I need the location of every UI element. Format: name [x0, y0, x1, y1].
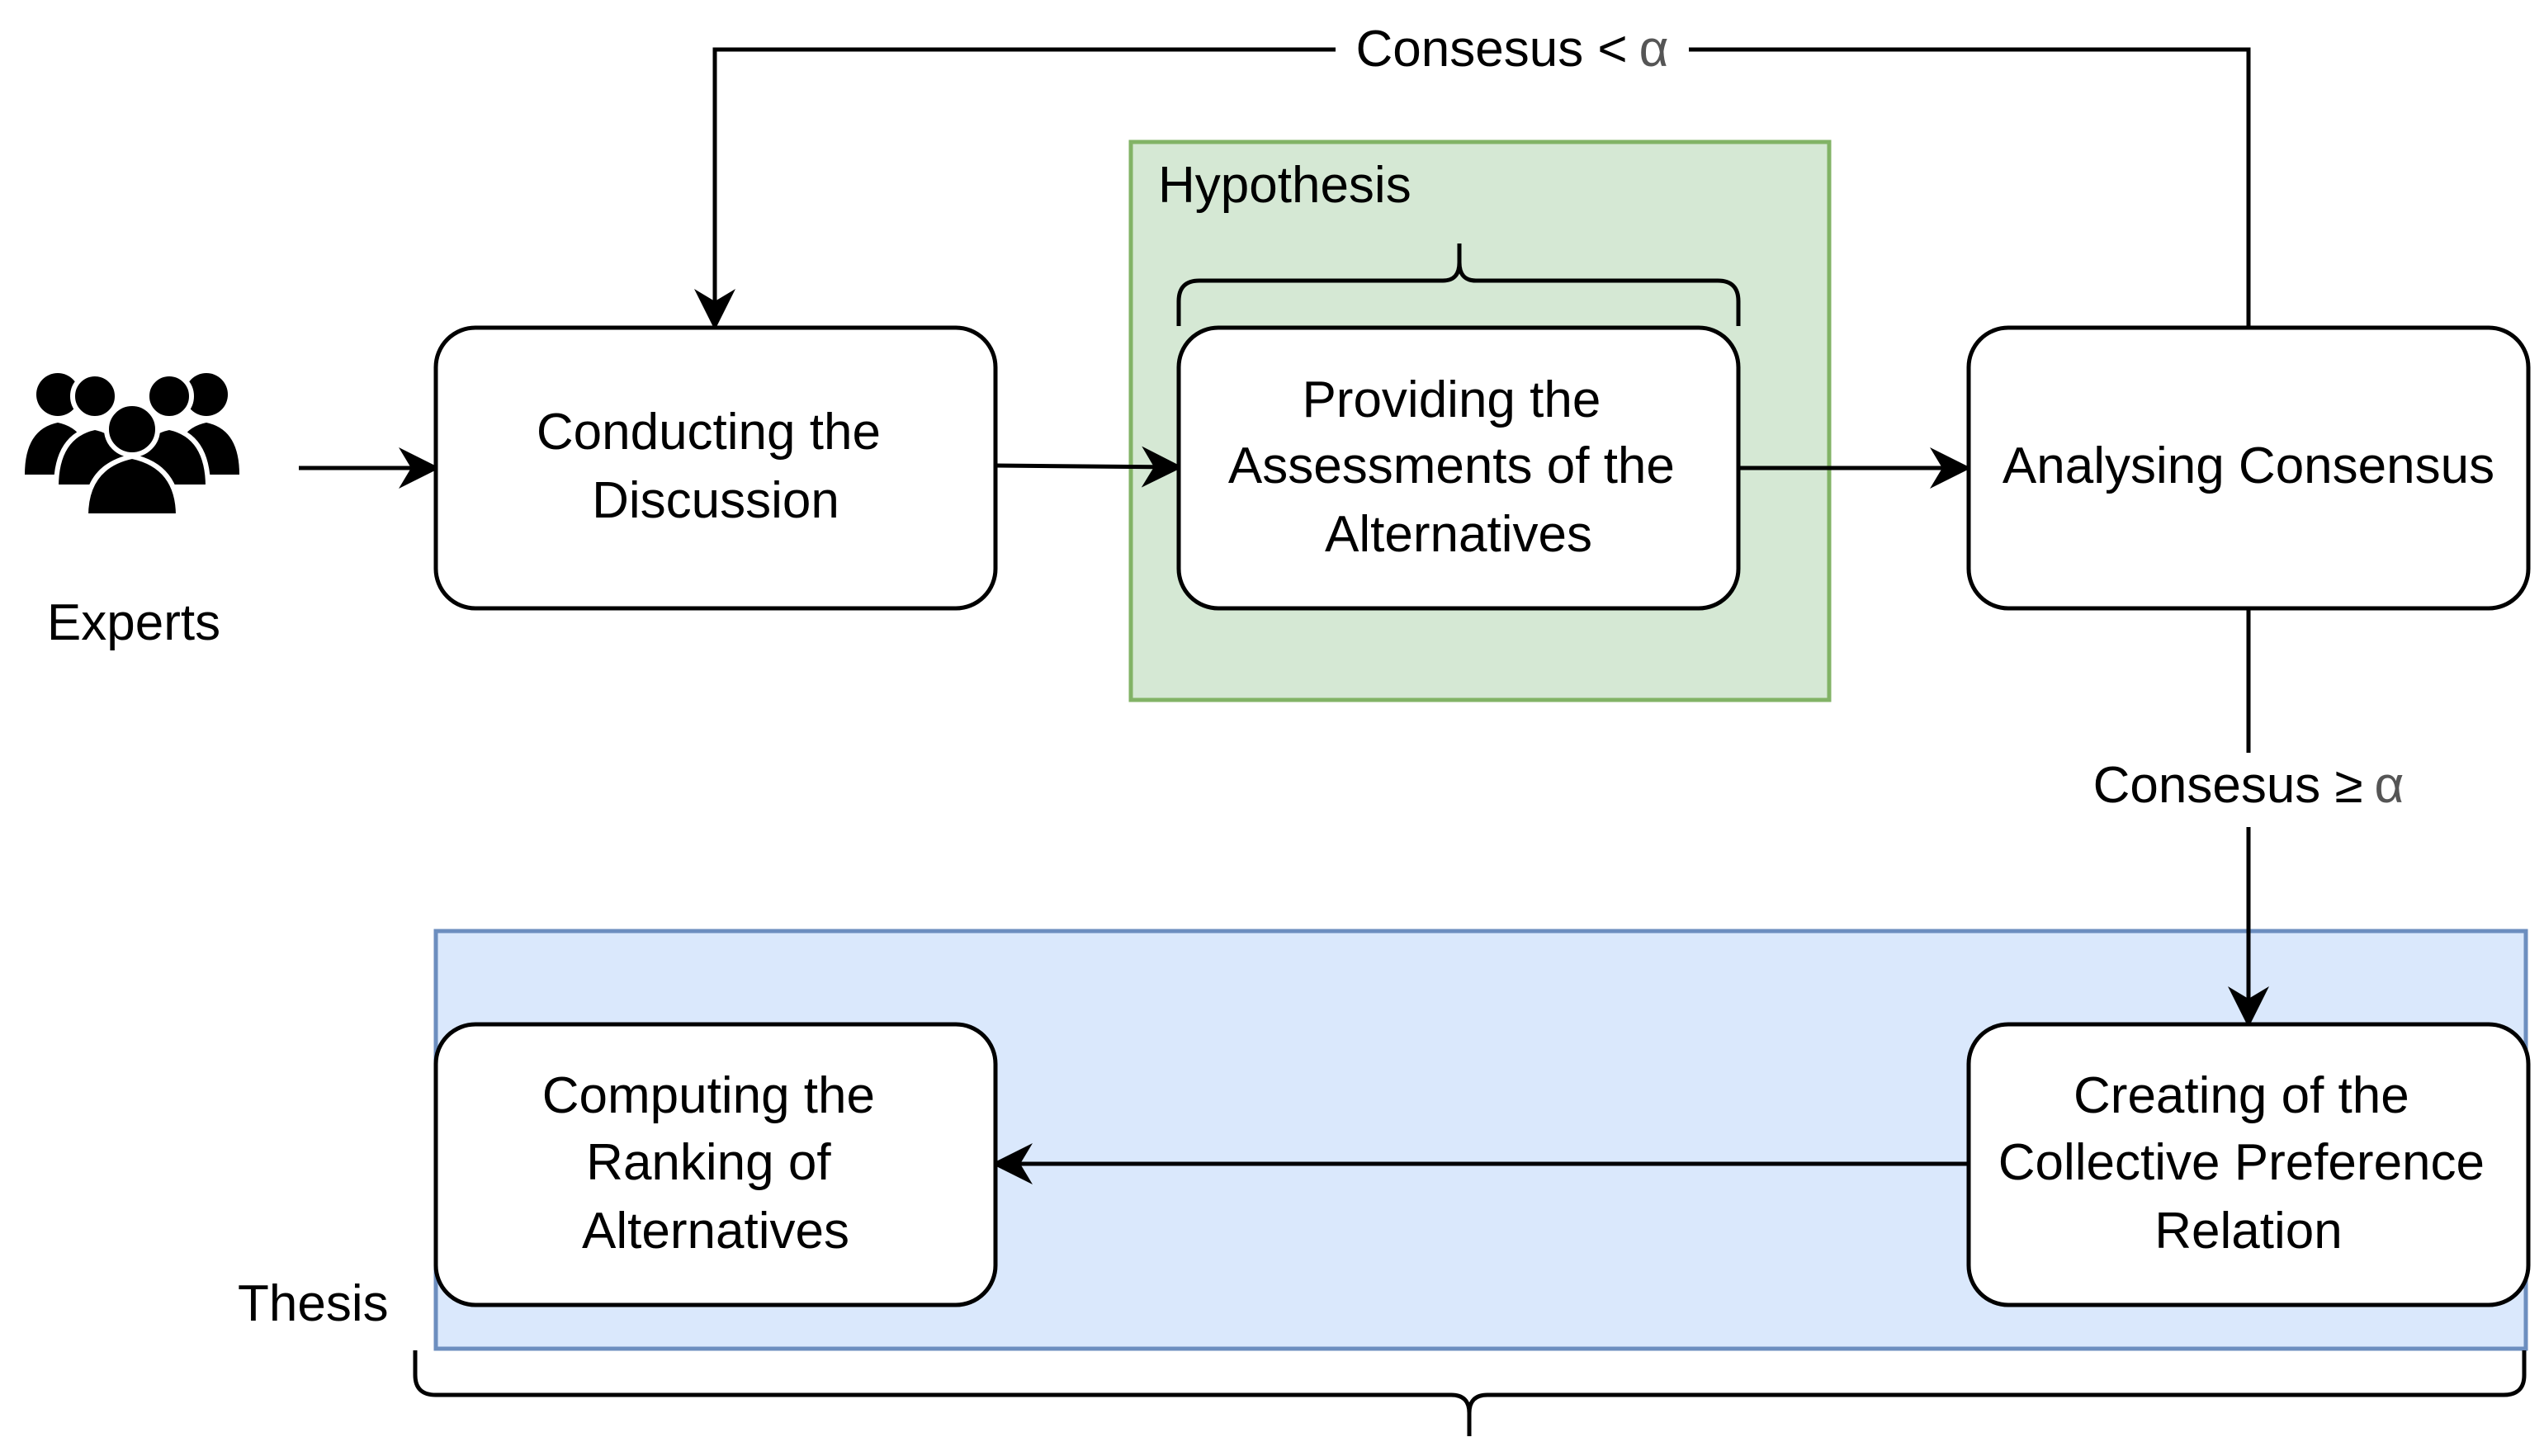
node-providing-assessments: Providing the Assessments of the Alterna…	[1176, 325, 1741, 611]
creating-line-2: Collective Preference	[1998, 1134, 2485, 1191]
providing-line-1: Providing the	[1302, 371, 1601, 428]
svg-text:Providing the Assessment: Providing the Assessments of the Alterna…	[1228, 371, 1689, 563]
svg-text:Computing the Ranking of: Computing the Ranking of Alternatives	[542, 1067, 889, 1260]
providing-line-2: Assessments of the	[1228, 437, 1675, 494]
svg-text:Analysing Consensus: Analysing Consensus	[2003, 437, 2494, 494]
hypothesis-brace	[1176, 243, 1741, 326]
creating-line-3: Relation	[2154, 1203, 2342, 1260]
node-creating-collective-preference: Creating of the Collective Preference Re…	[1966, 1022, 2531, 1307]
creating-line-1: Creating of the	[2074, 1067, 2409, 1124]
node-computing-ranking: Computing the Ranking of Alternatives	[433, 1022, 998, 1307]
continue-condition-label: Consesus ≥α	[2093, 757, 2405, 814]
loop-condition-label: Consesus <α	[1356, 21, 1669, 78]
thesis-brace	[413, 1350, 2527, 1436]
group-of-people-icon	[25, 371, 239, 518]
computing-line-1: Computing the	[542, 1067, 875, 1124]
experts-label: Experts	[47, 594, 220, 651]
computing-line-3: Alternatives	[582, 1203, 849, 1260]
conducting-line-1: Conducting the	[537, 404, 881, 461]
hypothesis-label: Hypothesis	[1158, 157, 1411, 214]
arrow-conducting-to-providing	[995, 446, 1183, 488]
svg-text:Conducting the Discussio: Conducting the Discussion	[537, 404, 895, 529]
conducting-line-2: Discussion	[592, 472, 839, 529]
svg-text:Creating of the Collecti: Creating of the Collective Preference Re…	[1998, 1067, 2499, 1260]
analysing-line-1: Analysing Consensus	[2003, 437, 2494, 494]
providing-line-3: Alternatives	[1325, 506, 1592, 563]
thesis-label: Thesis	[238, 1275, 389, 1332]
computing-line-2: Ranking of	[586, 1134, 831, 1191]
node-conducting-discussion: Conducting the Discussion	[433, 325, 998, 611]
node-analysing-consensus: Analysing Consensus	[1966, 325, 2531, 611]
